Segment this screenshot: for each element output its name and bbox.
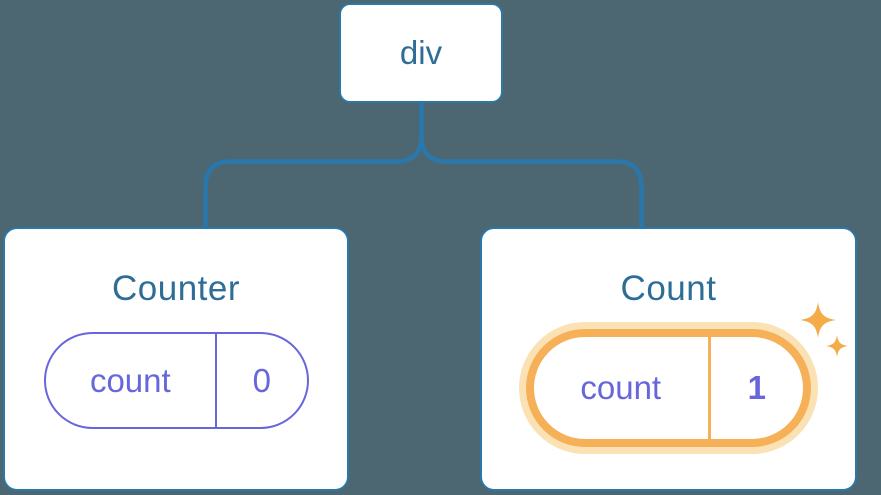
state-pill: count 0 <box>43 332 309 429</box>
state-value: 1 <box>747 369 766 406</box>
pill-divider <box>215 334 218 427</box>
state-key: count <box>89 361 171 399</box>
state-value: 0 <box>252 361 271 399</box>
component-title: Count <box>620 269 717 308</box>
component-card-count: Count count 1 <box>480 227 857 491</box>
highlighted-state-pill-wrap: count 1 <box>526 302 848 447</box>
sparkle-icon <box>826 335 848 357</box>
root-node-label: div <box>399 34 443 71</box>
component-card-counter: Counter count 0 <box>3 227 349 491</box>
component-title: Counter <box>111 269 241 308</box>
state-key: count <box>580 369 662 406</box>
root-node-div: div <box>339 3 503 103</box>
state-pill-highlighted: count 1 <box>526 329 811 447</box>
pill-divider <box>707 337 711 439</box>
sparkle-icon <box>800 302 836 338</box>
